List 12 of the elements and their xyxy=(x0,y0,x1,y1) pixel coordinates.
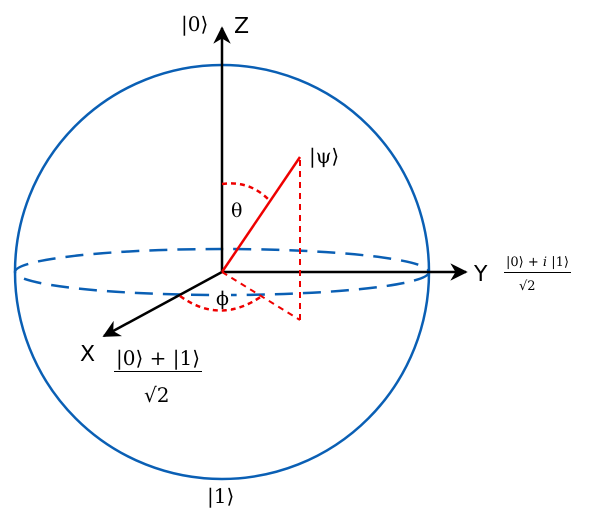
fraction-denominator: √2 xyxy=(144,385,170,405)
axis-label: X xyxy=(80,344,96,366)
angle-label: θ xyxy=(231,202,242,221)
fraction-numerator: |0⟩ + |1⟩ xyxy=(114,348,202,372)
axis-label: Y xyxy=(474,264,488,286)
fraction-denominator: √2 xyxy=(519,280,536,293)
state-label: |0⟩ xyxy=(181,14,208,34)
axis-label: Z xyxy=(234,16,250,38)
state-label: |1⟩ xyxy=(207,486,234,506)
angle-label: ϕ xyxy=(214,290,231,309)
fraction-numerator: |0⟩ + i |1⟩ xyxy=(504,256,571,273)
state-label: |ψ⟩ xyxy=(309,146,340,166)
